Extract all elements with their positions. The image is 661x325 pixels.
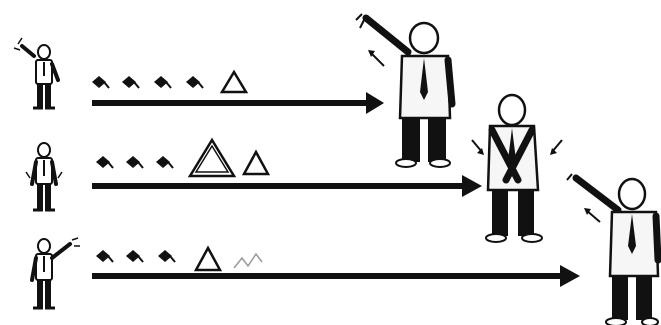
motion-arrow-icon: [368, 50, 384, 66]
row-3: [32, 174, 658, 325]
flag-icon: [186, 76, 203, 88]
flag-icon: [126, 156, 143, 168]
small-person-icon: [14, 38, 58, 108]
flag-icon: [96, 156, 113, 168]
flag-icon: [154, 76, 171, 88]
motion-arrow-icon: [584, 208, 600, 222]
row-1: [14, 14, 452, 167]
large-person-icon: [567, 174, 658, 325]
triangle-icon: [244, 152, 268, 174]
large-person-icon: [356, 14, 452, 167]
triangle-icon: [222, 72, 246, 92]
motion-arrow-icon: [472, 140, 484, 155]
double-triangle-icon: [190, 140, 234, 176]
arrow-icon: [92, 265, 580, 287]
small-person-icon: [26, 143, 62, 210]
flag-icon: [156, 156, 173, 168]
arrow-icon: [92, 175, 482, 197]
flag-icon: [122, 76, 139, 88]
arrow-icon: [92, 92, 384, 114]
flag-icon: [158, 250, 175, 262]
flag-icon: [126, 250, 143, 262]
row-2: [26, 95, 562, 242]
triangle-icon: [196, 248, 220, 270]
flag-icon: [92, 76, 109, 88]
large-person-icon: [486, 95, 542, 242]
motion-arrow-icon: [550, 140, 562, 155]
faded-zigzag-icon: [234, 254, 262, 268]
flag-icon: [96, 250, 113, 262]
small-person-icon: [32, 238, 80, 308]
